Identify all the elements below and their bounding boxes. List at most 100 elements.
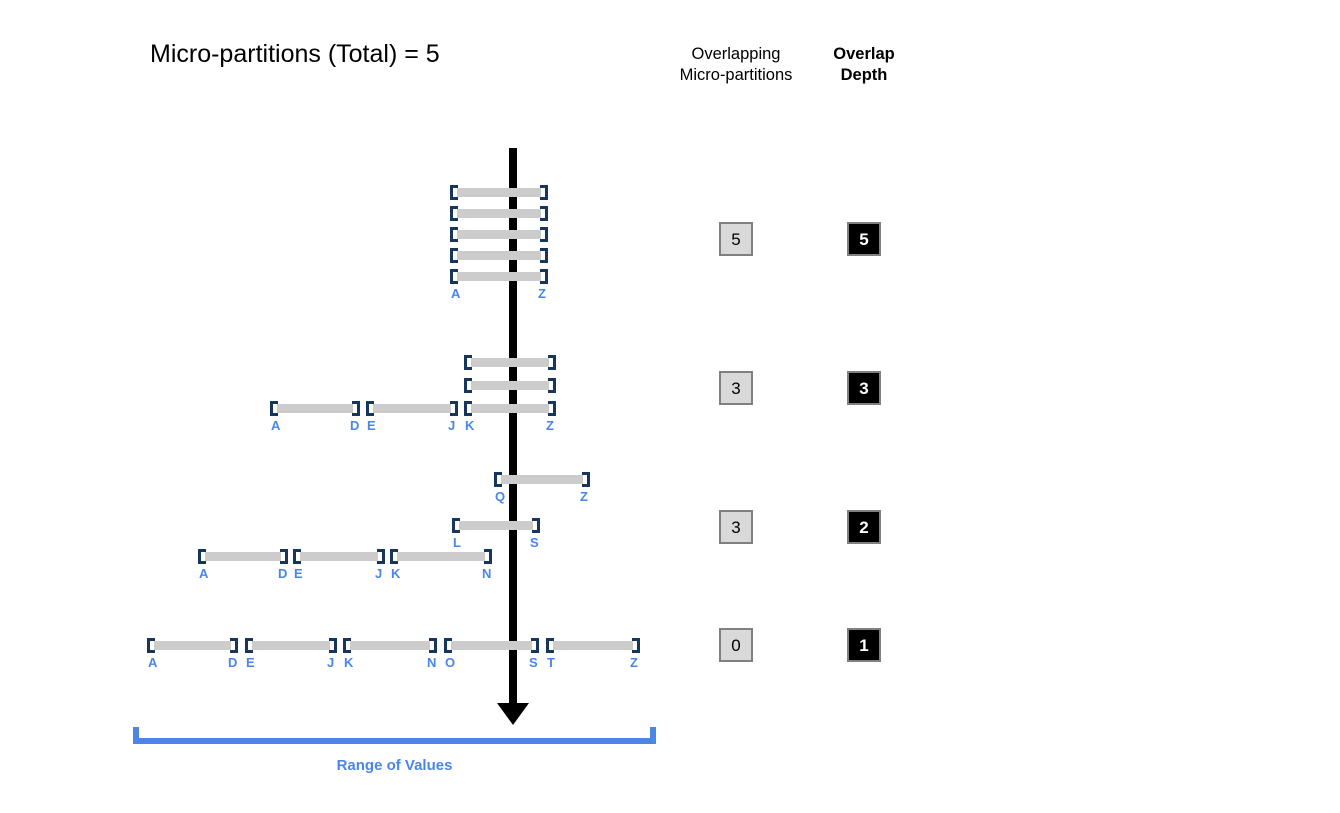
range-start-label: O (445, 655, 456, 670)
column-header-overlapping-line2: Micro-partitions (679, 66, 793, 84)
interval-fill (350, 641, 430, 650)
interval-fill (501, 475, 583, 484)
bracket-open-icon (450, 227, 458, 242)
range-end-label: Z (538, 286, 546, 301)
interval-fill (277, 404, 353, 413)
bracket-close-icon (230, 638, 238, 653)
range-end-label: D (228, 655, 238, 670)
overlapping-count-badge: 5 (719, 222, 753, 256)
range-start-label: A (271, 418, 281, 433)
micro-partition-bar (546, 638, 640, 653)
overlap-depth-badge: 3 (847, 371, 881, 405)
range-start-label: T (547, 655, 555, 670)
bracket-close-icon (352, 401, 360, 416)
micro-partition-bar (444, 638, 539, 653)
micro-partition-bar (450, 248, 548, 263)
range-end-label: S (529, 655, 538, 670)
range-of-values-bracket (133, 727, 656, 744)
range-start-label: K (465, 418, 475, 433)
range-end-label: N (482, 566, 492, 581)
bracket-open-icon (444, 638, 452, 653)
range-end-label: D (350, 418, 360, 433)
bracket-open-icon (198, 549, 206, 564)
interval-fill (451, 641, 532, 650)
range-start-label: L (453, 535, 461, 550)
range-start-label: E (367, 418, 376, 433)
interval-fill (457, 230, 541, 239)
column-header-overlap-depth: Overlap Depth (812, 44, 916, 86)
bracket-close-icon (540, 248, 548, 263)
bracket-open-icon (464, 355, 472, 370)
micro-partition-bar (293, 549, 385, 564)
overlapping-count-badge: 3 (719, 510, 753, 544)
range-of-values-label: Range of Values (336, 757, 453, 774)
bracket-open-icon (450, 206, 458, 221)
range-start-label: K (344, 655, 354, 670)
interval-fill (457, 251, 541, 260)
bracket-close-icon (377, 549, 385, 564)
bracket-close-icon (548, 355, 556, 370)
overlapping-count-badge: 0 (719, 628, 753, 662)
overlap-depth-badge: 1 (847, 628, 881, 662)
bracket-open-icon (450, 248, 458, 263)
micro-partition-bar (450, 269, 548, 284)
bracket-close-icon (484, 549, 492, 564)
micro-partition-bar (464, 355, 556, 370)
micro-partition-bar (450, 206, 548, 221)
bracket-open-icon (450, 269, 458, 284)
bracket-open-icon (147, 638, 155, 653)
range-end-label: S (530, 535, 539, 550)
bracket-close-icon (540, 206, 548, 221)
bracket-close-icon (548, 378, 556, 393)
bracket-open-icon (270, 401, 278, 416)
bracket-open-icon (293, 549, 301, 564)
overlapping-count-badge: 3 (719, 371, 753, 405)
range-end-label: Z (546, 418, 554, 433)
bracket-close-icon (532, 518, 540, 533)
micro-partition-bar (366, 401, 458, 416)
micro-partition-bar (452, 518, 540, 533)
range-start-label: A (451, 286, 461, 301)
bracket-close-icon (531, 638, 539, 653)
bracket-close-icon (450, 401, 458, 416)
bracket-open-icon (546, 638, 554, 653)
interval-fill (457, 272, 541, 281)
range-end-label: D (278, 566, 288, 581)
bracket-open-icon (494, 472, 502, 487)
bracket-close-icon (540, 185, 548, 200)
column-header-overlapping-micro-partitions: Overlapping Micro-partitions (660, 44, 812, 86)
page-title: Micro-partitions (Total) = 5 (150, 40, 440, 68)
range-end-label: J (327, 655, 335, 670)
overlap-depth-badge: 2 (847, 510, 881, 544)
bracket-open-icon (390, 549, 398, 564)
bracket-open-icon (245, 638, 253, 653)
interval-fill (252, 641, 330, 650)
overlap-depth-badge: 5 (847, 222, 881, 256)
bracket-open-icon (464, 401, 472, 416)
column-header-depth-line1: Overlap (833, 45, 895, 63)
range-end-label: J (375, 566, 383, 581)
micro-partition-bar (464, 378, 556, 393)
column-header-overlapping-line1: Overlapping (691, 45, 781, 63)
micro-partition-bar (494, 472, 590, 487)
range-end-label: Z (630, 655, 638, 670)
range-end-label: J (448, 418, 456, 433)
range-start-label: E (294, 566, 303, 581)
micro-partition-bar (147, 638, 238, 653)
micro-partition-bar (198, 549, 288, 564)
bracket-open-icon (366, 401, 374, 416)
vertical-axis-line (509, 148, 517, 711)
bracket-open-icon (343, 638, 351, 653)
micro-partition-bar (390, 549, 492, 564)
bracket-close-icon (540, 227, 548, 242)
interval-fill (457, 209, 541, 218)
interval-fill (553, 641, 633, 650)
bracket-open-icon (464, 378, 472, 393)
interval-fill (471, 358, 549, 367)
range-start-label: A (199, 566, 209, 581)
micro-partition-bar (270, 401, 360, 416)
bracket-open-icon (452, 518, 460, 533)
range-start-label: A (148, 655, 158, 670)
interval-fill (154, 641, 231, 650)
range-end-label: Z (580, 489, 588, 504)
